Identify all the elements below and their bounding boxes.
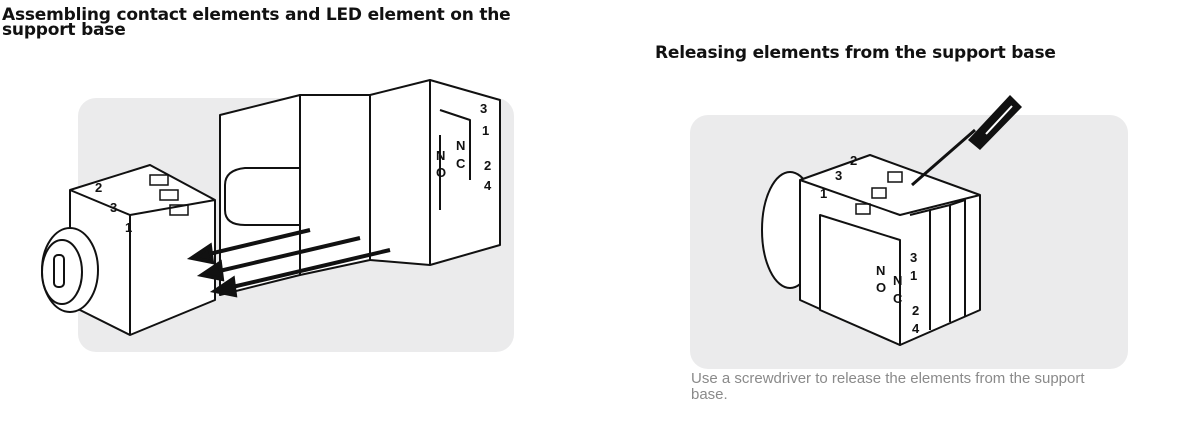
base-label-1: 1 xyxy=(125,220,132,235)
terminal-label-3: 3 xyxy=(910,250,917,265)
base-label-2: 2 xyxy=(850,153,857,168)
terminal-label-1: 1 xyxy=(910,268,917,283)
nc-label-c: C xyxy=(893,291,903,306)
no-label-n: N xyxy=(876,263,885,278)
insert-arrows xyxy=(186,228,391,298)
terminal-label-1: 1 xyxy=(482,123,489,138)
nc-label-n: N xyxy=(893,273,902,288)
terminal-label-4: 4 xyxy=(912,321,920,336)
screwdriver-icon xyxy=(911,95,1022,187)
no-label-o: O xyxy=(876,280,886,295)
base-label-1: 1 xyxy=(820,186,827,201)
terminal-label-4: 4 xyxy=(484,178,492,193)
base-label-2: 2 xyxy=(95,180,102,195)
no-label-n: N xyxy=(436,148,445,163)
no-label-o: O xyxy=(436,165,446,180)
base-label-3: 3 xyxy=(110,200,117,215)
terminal-label-3: 3 xyxy=(480,101,487,116)
base-label-3: 3 xyxy=(835,168,842,183)
assembly-illustration: 2 3 1 3 1 2 4 N O N C xyxy=(41,79,501,336)
release-caption: Use a screwdriver to release the element… xyxy=(691,370,1085,403)
nc-label-c: C xyxy=(456,156,466,171)
section-title-assembling: Assembling contact elements and LED elem… xyxy=(2,5,511,40)
section-title-releasing: Releasing elements from the support base xyxy=(655,43,1056,63)
terminal-label-2: 2 xyxy=(912,303,919,318)
terminal-label-2: 2 xyxy=(484,158,491,173)
nc-label-n: N xyxy=(456,138,465,153)
